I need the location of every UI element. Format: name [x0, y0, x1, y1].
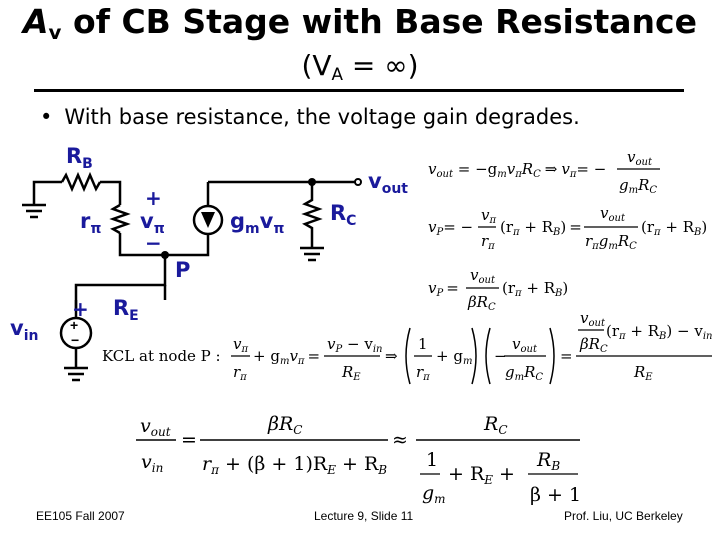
- label-rb: RB: [66, 144, 93, 172]
- svg-text:(rπ + RB): (rπ + RB): [502, 279, 568, 299]
- label-node-p: P: [175, 258, 190, 282]
- svg-text:gm: gm: [422, 482, 446, 506]
- equation-kcl: KCL at node P : vπ rπ + gmvπ= vP − vin R…: [102, 309, 712, 385]
- svg-text:(rπ + RB): (rπ + RB): [641, 218, 707, 238]
- svg-text:βRC: βRC: [579, 335, 608, 355]
- svg-text:rπ: rπ: [481, 232, 495, 252]
- footer-course: EE105 Fall 2007: [36, 509, 125, 523]
- svg-text:⇒: ⇒: [385, 347, 398, 365]
- bullet-point: •With base resistance, the voltage gain …: [40, 105, 580, 129]
- svg-text:βRC: βRC: [467, 293, 496, 313]
- label-minus-vpi: −: [145, 231, 162, 255]
- label-vin: vin: [10, 316, 38, 344]
- wire-rb-right: [100, 180, 122, 205]
- svg-text:rπgmRC: rπgmRC: [585, 232, 637, 252]
- svg-text:vout: vout: [627, 148, 653, 168]
- current-source-arrow-icon: [201, 212, 215, 228]
- label-plus-vpi: +: [145, 186, 162, 210]
- resistor-rpi: [109, 203, 131, 235]
- svg-text:vπ: vπ: [481, 206, 496, 226]
- svg-text:vP= −: vP= −: [428, 218, 473, 238]
- svg-text:vout: vout: [580, 309, 606, 329]
- resistor-rc: [301, 182, 323, 248]
- wire-rpi-bottom: [118, 233, 165, 257]
- svg-text:gmRC: gmRC: [619, 176, 657, 196]
- slide-title: Av of CB Stage with Base Resistance: [23, 2, 697, 44]
- slide-title-condition: (VA = ∞): [301, 49, 419, 85]
- label-vpi: vπ: [140, 209, 165, 237]
- wire-rb-left: [32, 180, 62, 205]
- title-underline: [34, 89, 684, 92]
- svg-text:vout = −gmvπRC⇒vπ= −: vout = −gmvπRC⇒vπ= −: [428, 160, 606, 180]
- svg-text:gmRC: gmRC: [505, 363, 543, 383]
- wire-node-p: [74, 255, 167, 300]
- svg-text:+ RE+: + RE+: [448, 463, 515, 487]
- footer-slide-number: Lecture 9, Slide 11: [314, 509, 414, 523]
- equation-vout: vout = −gmvπRC⇒vπ= − vout gmRC: [428, 148, 660, 196]
- svg-text:rπ: rπ: [233, 363, 247, 383]
- vin-plus-sign: +: [70, 317, 78, 333]
- svg-text:1: 1: [418, 335, 428, 353]
- svg-text:+ gm: + gm: [436, 347, 472, 367]
- voltage-source-circle: [59, 316, 93, 350]
- svg-text:vP − vin: vP − vin: [327, 335, 382, 355]
- equation-final-gain: vout vin = βRC rπ + (β + 1)RE + RB ≈ RC …: [136, 413, 581, 506]
- equation-vp-simplified: vP= vout βRC (rπ + RB): [428, 266, 568, 313]
- node-dot-vout: [308, 178, 316, 186]
- label-vout: vout: [368, 169, 408, 197]
- svg-text:RE: RE: [633, 363, 653, 383]
- svg-text:βRC: βRC: [267, 413, 302, 437]
- label-rpi: rπ: [80, 209, 101, 237]
- svg-text:vP=: vP=: [428, 279, 459, 299]
- svg-text:rπ + (β + 1)RE + RB: rπ + (β + 1)RE + RB: [202, 453, 387, 477]
- resistor-rb: [60, 171, 102, 193]
- node-dot-p: [161, 251, 169, 259]
- label-plus-re: +: [72, 297, 89, 321]
- svg-text:vout: vout: [512, 335, 538, 355]
- svg-text:=: =: [181, 429, 197, 451]
- svg-text:KCL at node P :: KCL at node P :: [102, 347, 221, 365]
- svg-text:RB: RB: [536, 449, 560, 473]
- svg-text:=: =: [560, 347, 573, 365]
- svg-text:vout: vout: [470, 266, 496, 286]
- svg-text:vin: vin: [141, 451, 163, 475]
- svg-text:rπ: rπ: [416, 363, 430, 383]
- output-terminal: [354, 178, 362, 186]
- label-rc: RC: [330, 201, 356, 229]
- svg-text:(rπ + RB)=: (rπ + RB)=: [500, 218, 582, 238]
- svg-text:+ gmvπ=: + gmvπ=: [253, 347, 320, 367]
- vin-minus-sign: −: [71, 332, 79, 348]
- footer-author: Prof. Liu, UC Berkeley: [564, 509, 683, 523]
- svg-text:vout: vout: [140, 415, 171, 439]
- svg-text:1: 1: [426, 449, 438, 471]
- svg-text:vπ: vπ: [233, 335, 248, 355]
- svg-text:RC: RC: [483, 413, 508, 437]
- svg-text:≈: ≈: [392, 429, 408, 451]
- label-re: RE: [113, 296, 139, 324]
- svg-text:vout: vout: [600, 204, 626, 224]
- wire-source-bottom: [165, 235, 210, 257]
- equation-vp: vP= − vπ rπ (rπ + RB)= vout rπgmRC (rπ +…: [428, 204, 707, 252]
- svg-text:β + 1: β + 1: [530, 484, 581, 506]
- svg-text:RE: RE: [341, 363, 361, 383]
- label-gm-vpi: gmvπ: [230, 209, 284, 237]
- svg-text:−: −: [494, 347, 507, 365]
- svg-text:(rπ + RB) − vin: (rπ + RB) − vin: [606, 322, 712, 342]
